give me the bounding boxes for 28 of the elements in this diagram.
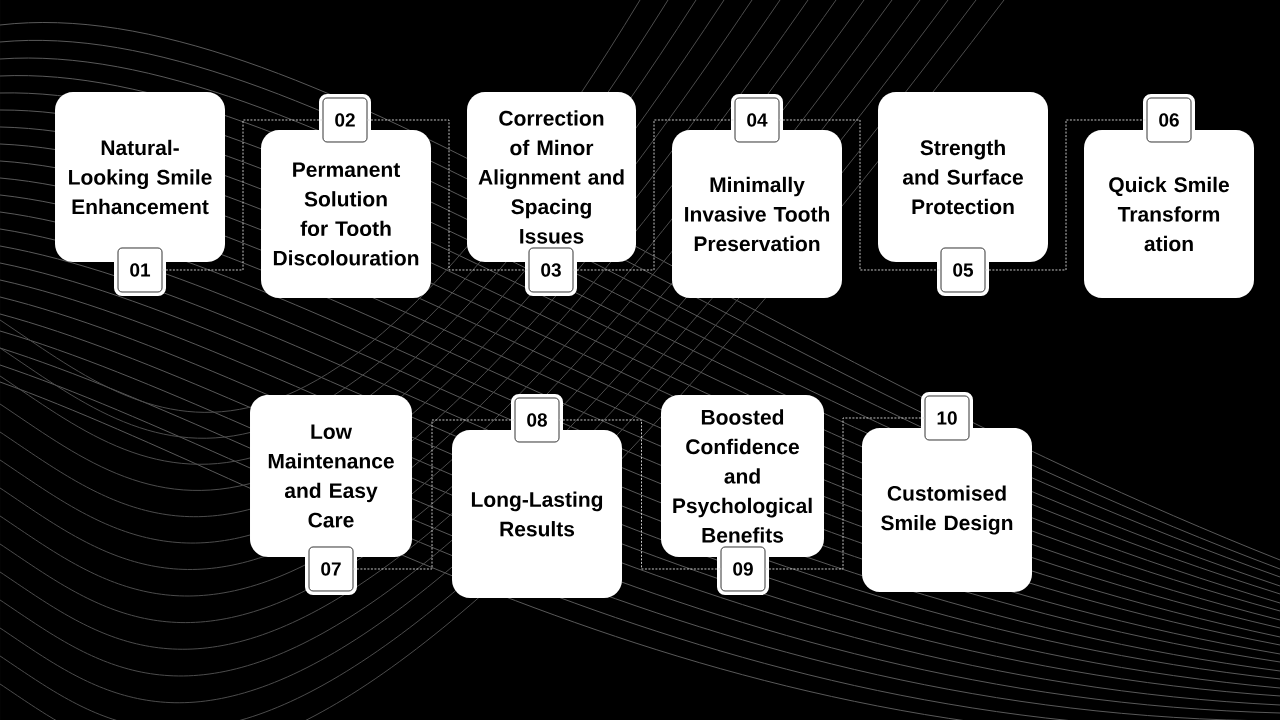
number-badge: 08 <box>511 394 563 446</box>
card: Natural-Looking Smile Enhancement <box>55 92 225 262</box>
connector-line <box>778 119 942 271</box>
card: Permanent Solution for Tooth Discolouration <box>261 130 431 298</box>
card: Long-Lasting Results <box>452 430 622 598</box>
connector-line <box>558 419 722 570</box>
card: Strength and Surface Protection <box>878 92 1048 262</box>
card: Quick Smile Transform ation <box>1084 130 1254 298</box>
number-badge: 06 <box>1143 94 1195 146</box>
card: Customised Smile Design <box>862 428 1032 592</box>
connector-line <box>764 417 926 570</box>
number-badge: 03 <box>525 244 577 296</box>
number-badge: 04 <box>731 94 783 146</box>
number-badge: 01 <box>114 244 166 296</box>
connector-line <box>161 119 324 271</box>
card: Low Maintenance and Easy Care <box>250 395 412 557</box>
connector-line <box>984 119 1148 271</box>
connector-line <box>572 119 736 271</box>
connector-line <box>352 419 516 570</box>
number-badge: 05 <box>937 244 989 296</box>
card: Minimally Invasive Tooth Preservation <box>672 130 842 298</box>
card: Correction of Minor Alignment and Spacing Issues <box>467 92 636 262</box>
card: Boosted Confidence and Psychological Benefits <box>661 395 824 557</box>
number-badge: 09 <box>717 543 769 595</box>
connector-line <box>366 119 530 271</box>
number-badge: 07 <box>305 543 357 595</box>
number-badge: 10 <box>921 392 973 444</box>
number-badge: 02 <box>319 94 371 146</box>
